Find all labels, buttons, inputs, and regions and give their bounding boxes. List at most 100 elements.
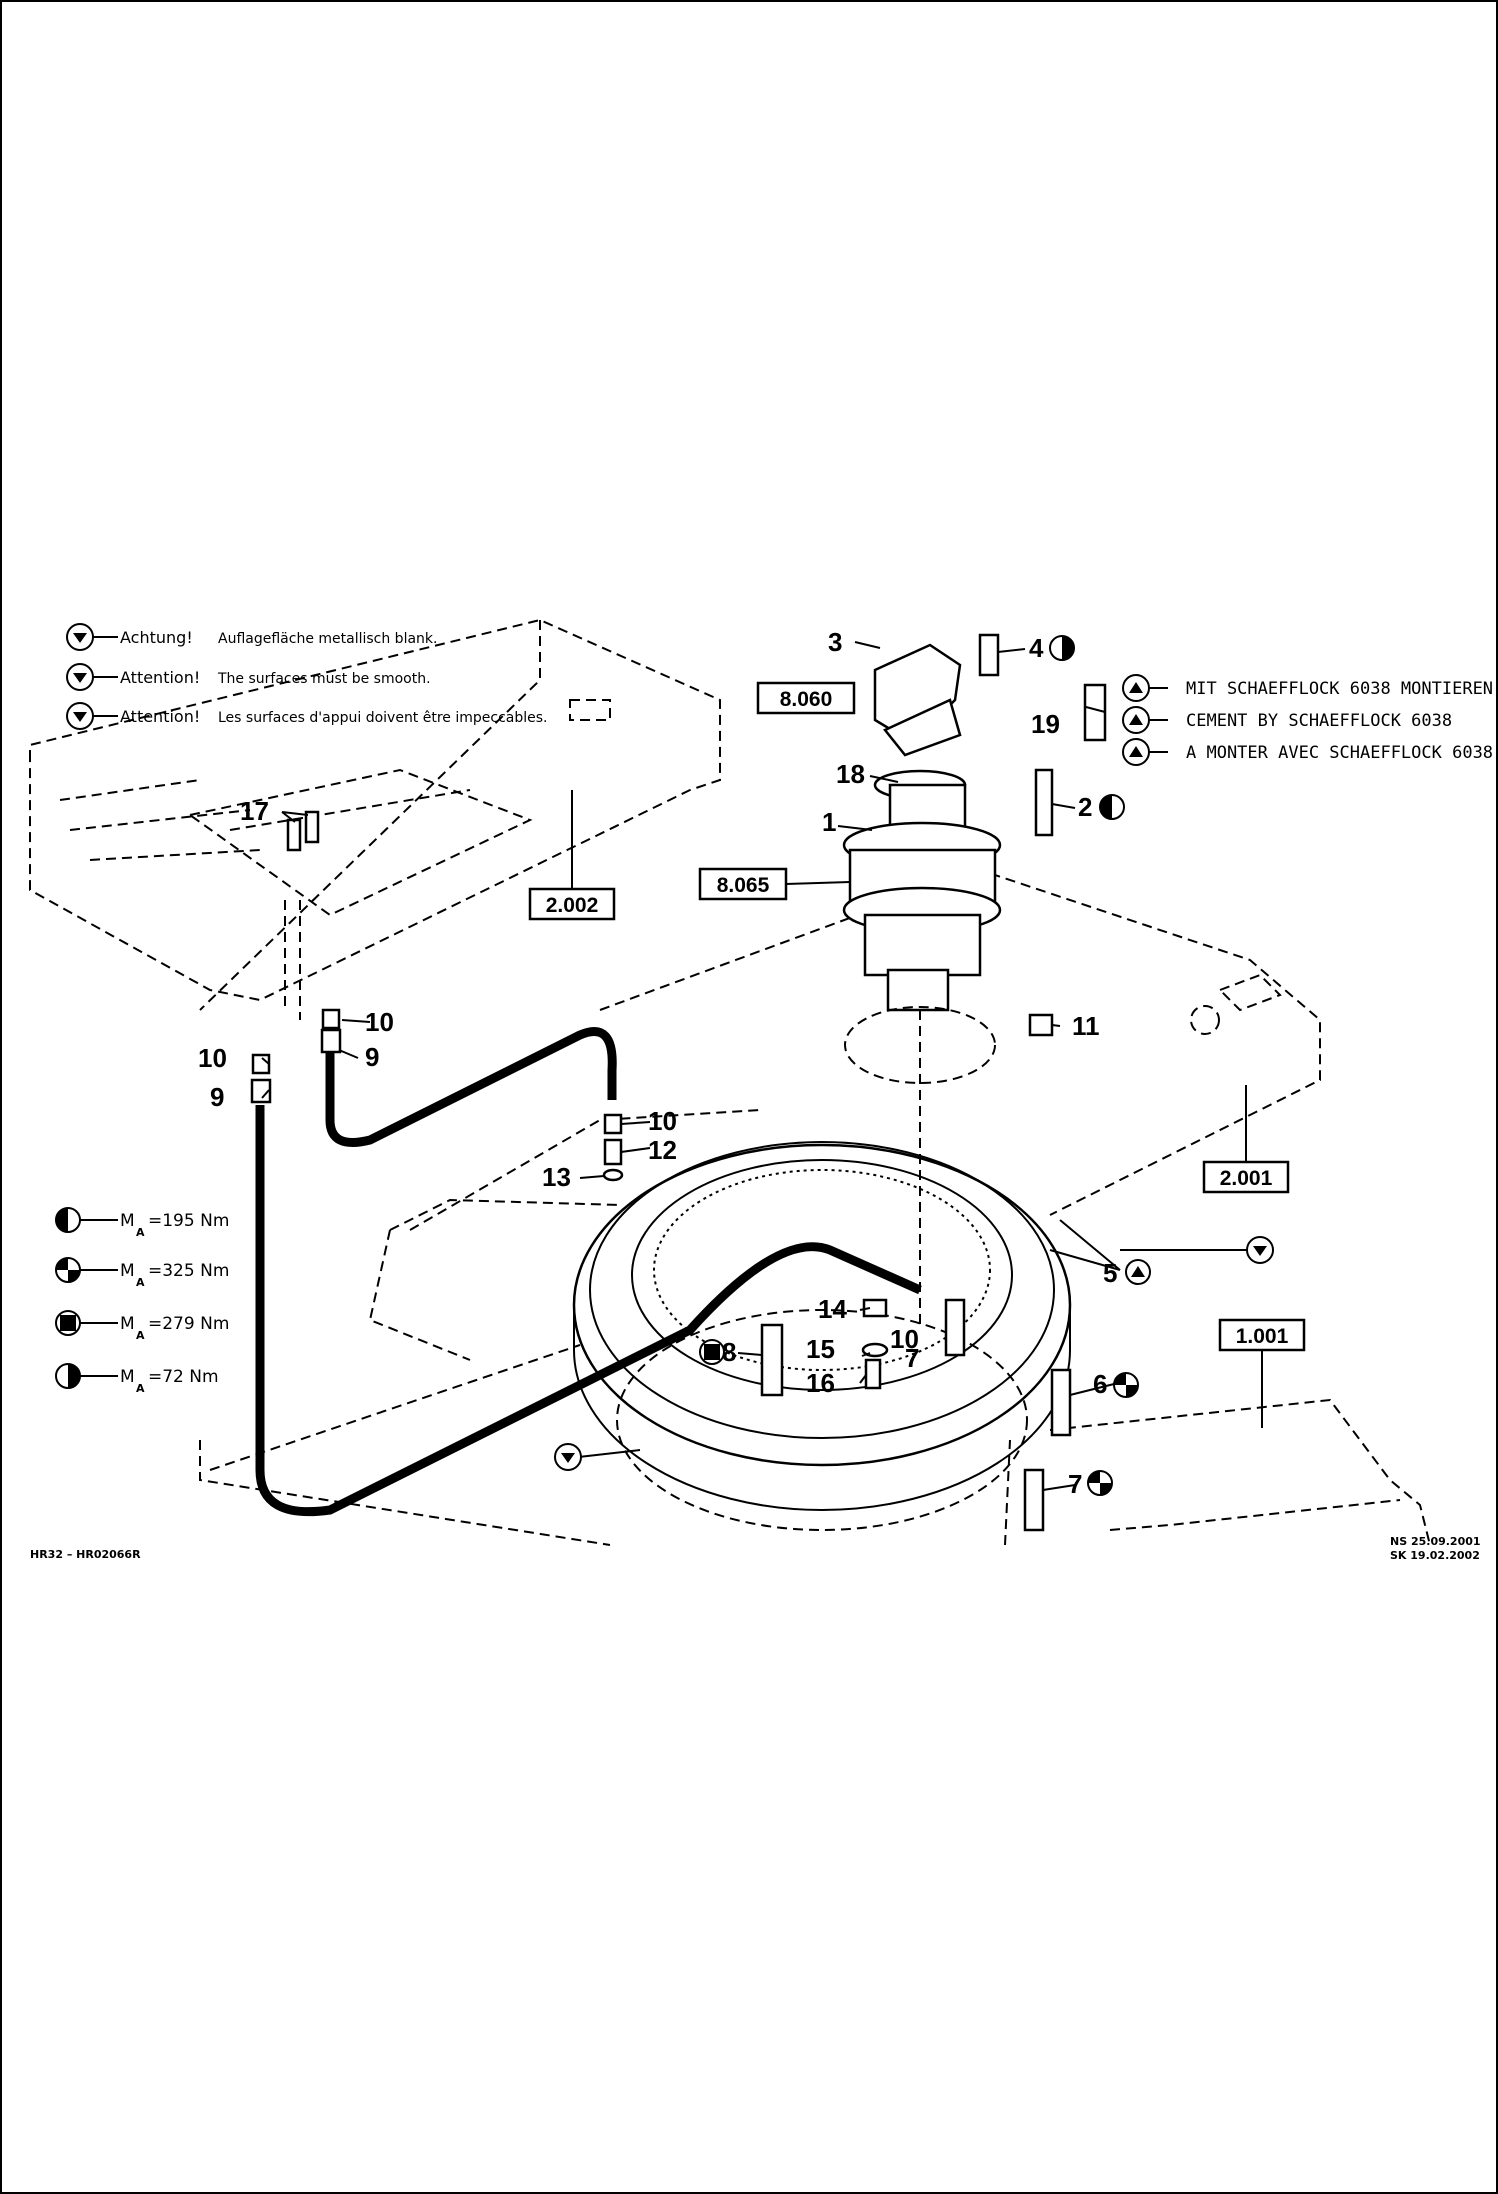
bolt-6 (1050, 1368, 1072, 1437)
fitting-9-right (320, 1028, 342, 1054)
ref-box-2002 (528, 887, 616, 921)
torque-label: M (120, 1211, 135, 1231)
fitting-10-left (251, 1053, 271, 1075)
callout-16: 16 (806, 1368, 835, 1398)
slewing-ring (572, 1141, 1072, 1531)
torque-label: M (120, 1314, 135, 1334)
cement-note-en: CEMENT BY SCHAEFFLOCK 6038 (1186, 711, 1452, 731)
callout-17: 17 (240, 796, 269, 826)
header-notes: Achtung! Auflagefläche metallisch blank.… (66, 623, 548, 730)
callout-5: 5 (1103, 1258, 1117, 1288)
revision-date-1: NS 25.09.2001 (1390, 1535, 1481, 1548)
callout-10-right: 10 (365, 1007, 394, 1037)
grease-nipple-17a (286, 818, 302, 852)
triangle-down-icon (554, 1443, 582, 1471)
torque-sub: A (136, 1226, 145, 1239)
torque-value-325: =325 Nm (148, 1261, 229, 1281)
quartered-circle-icon (1113, 1372, 1139, 1398)
bolt-7-ring (944, 1298, 966, 1357)
triangle-up-icon (1125, 1259, 1151, 1285)
bolt-11 (1028, 1013, 1054, 1037)
fitting-12 (603, 1138, 623, 1166)
half-circle-right-icon (1049, 635, 1075, 661)
callout-19: 19 (1031, 709, 1060, 739)
note-label-en: Attention! (120, 668, 200, 687)
hydraulic-hose (255, 1105, 922, 1517)
note-label-de: Achtung! (120, 628, 193, 647)
callout-12: 12 (648, 1135, 677, 1165)
torque-sub: A (136, 1382, 145, 1395)
ref-box-label: 2.002 (546, 894, 599, 917)
quartered-circle-icon (1087, 1470, 1113, 1496)
callout-10-mid: 10 (648, 1106, 677, 1136)
gear-motor-assembly (842, 643, 1002, 1330)
callouts: 1 2 3 4 5 6 7 7 8 9 9 10 10 10 10 11 12 … (198, 627, 1117, 1499)
bolt-4 (978, 633, 1000, 677)
torque-notes: M A =195 Nm M A =325 Nm M A =279 Nm M A (55, 1207, 229, 1395)
callout-2: 2 (1078, 792, 1092, 822)
callout-3: 3 (828, 627, 842, 657)
ref-box-8060 (756, 681, 856, 715)
callout-9-left: 9 (210, 1082, 224, 1112)
fitting-10-right (321, 1008, 341, 1030)
ref-box-label: 1.001 (1236, 1325, 1289, 1348)
callout-4: 4 (1029, 633, 1044, 663)
note-label-fr: Attention! (120, 707, 200, 726)
plug-16 (864, 1358, 882, 1390)
grease-nipple-17b (304, 810, 320, 844)
bolt-2 (1034, 768, 1054, 837)
upper-frame-drawing (29, 618, 721, 1020)
ref-box-label: 2.001 (1220, 1167, 1273, 1190)
fitting-10-mid (603, 1113, 623, 1135)
cement-tube-19 (1083, 683, 1107, 742)
cement-note-fr: A MONTER AVEC SCHAEFFLOCK 6038 (1186, 743, 1493, 763)
callout-9-right: 9 (365, 1042, 379, 1072)
torque-value-195: =195 Nm (148, 1211, 229, 1231)
callout-10-left: 10 (198, 1043, 227, 1073)
ref-box-2001 (1202, 1160, 1290, 1194)
torque-label: M (120, 1367, 135, 1387)
callout-18: 18 (836, 759, 865, 789)
callout-13: 13 (542, 1162, 571, 1192)
ref-box-8065 (698, 867, 788, 901)
cement-notes: MIT SCHAEFFLOCK 6038 MONTIEREN CEMENT BY… (1122, 674, 1493, 766)
note-text-fr: Les surfaces d'appui doivent être impecc… (218, 710, 548, 726)
callout-6: 6 (1093, 1369, 1107, 1399)
callout-15: 15 (806, 1334, 835, 1364)
revision-date-2: SK 19.02.2002 (1390, 1549, 1480, 1562)
ref-box-1001 (1218, 1318, 1306, 1352)
callout-8: 8 (722, 1337, 736, 1367)
callout-10-ring: 10 (890, 1324, 919, 1354)
callout-7-lower: 7 (1068, 1469, 1082, 1499)
ref-box-label: 8.065 (717, 874, 770, 897)
bolt-8 (760, 1323, 784, 1397)
fitting-9-left (250, 1078, 272, 1104)
ref-box-label: 8.060 (780, 688, 833, 711)
torque-label: M (120, 1261, 135, 1281)
torque-value-279: =279 Nm (148, 1314, 229, 1334)
torque-value-72: =72 Nm (148, 1367, 219, 1387)
note-text-de: Auflagefläche metallisch blank. (218, 631, 437, 647)
part-14 (862, 1298, 888, 1318)
callout-14: 14 (818, 1294, 847, 1324)
square-circle-icon (699, 1339, 725, 1365)
bolt-7-lower (1023, 1468, 1045, 1532)
callout-7-ring: 7 (905, 1343, 919, 1373)
leader-lines (261, 641, 1131, 1491)
cement-note-de: MIT SCHAEFFLOCK 6038 MONTIEREN (1186, 679, 1493, 699)
half-circle-left-icon (1099, 794, 1125, 820)
callout-11: 11 (1072, 1011, 1100, 1041)
drawing-number: HR32 – HR02066R (30, 1548, 141, 1561)
callout-symbols (554, 635, 1274, 1496)
note-text-en: The surfaces must be smooth. (217, 671, 431, 687)
torque-sub: A (136, 1276, 145, 1289)
triangle-down-icon (1120, 1236, 1274, 1264)
ref-boxes: 8.060 8.065 2.002 2.001 1.001 (528, 681, 1306, 1428)
seal-13 (602, 1168, 624, 1182)
callout-1: 1 (822, 807, 836, 837)
hydraulic-hose-upper (325, 1027, 617, 1147)
base-frame-drawing (199, 1198, 1431, 1546)
torque-sub: A (136, 1329, 145, 1342)
